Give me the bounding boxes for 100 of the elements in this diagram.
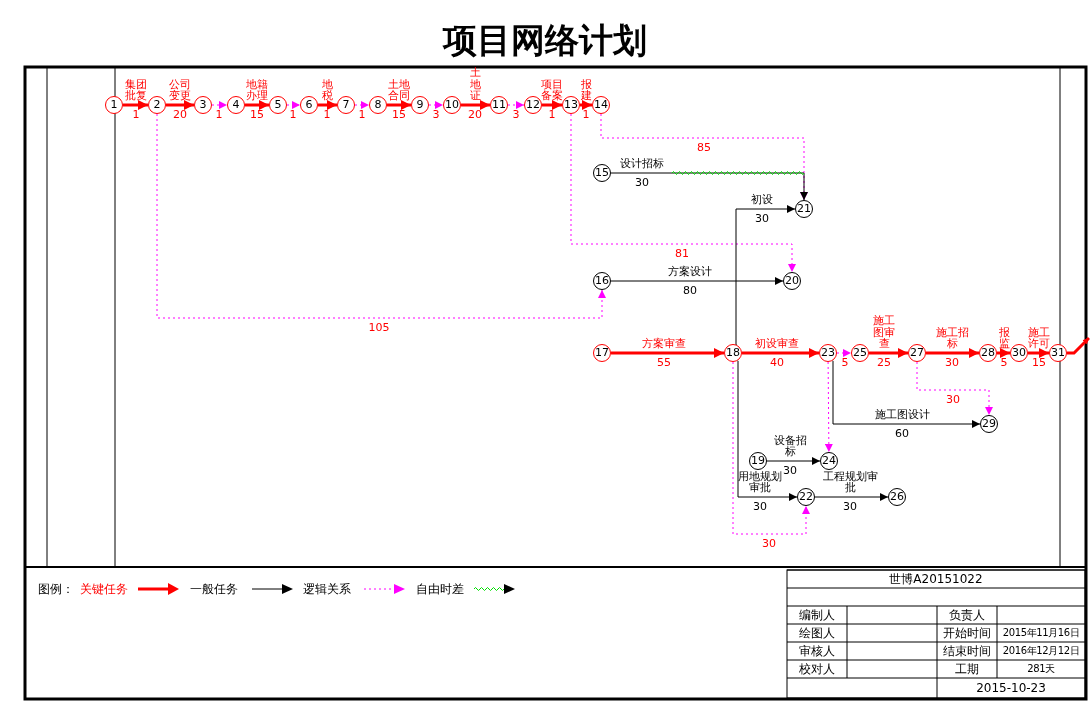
arrow — [997, 348, 1010, 358]
duration-label: 55 — [657, 357, 671, 368]
title-block-text: 工期 — [955, 660, 979, 678]
duration-label: 5 — [1000, 357, 1008, 368]
activity-label: 集团批复 — [124, 78, 148, 102]
title-block-text: 编制人 — [799, 606, 835, 624]
arrow — [926, 348, 979, 358]
activity-label: 地税 — [320, 78, 334, 102]
activity-label: 土地证 — [468, 67, 482, 102]
activity-label: 用地规划审批 — [737, 470, 783, 494]
event-circle: 28 — [979, 344, 997, 362]
event-circle: 29 — [980, 415, 998, 433]
dotted-arrow — [507, 101, 525, 109]
duration-label: 30 — [635, 177, 649, 188]
event-circle: 6 — [300, 96, 318, 114]
activity-label: 初设 — [750, 194, 774, 206]
event-circle: 22 — [797, 488, 815, 506]
activity-label: 报监 — [997, 326, 1011, 350]
event-circle: 26 — [888, 488, 906, 506]
dotted-arrow — [570, 113, 796, 273]
duration-label: 20 — [173, 109, 187, 120]
legend-text: 关键任务 — [80, 580, 128, 598]
activity-label: 项目备案 — [540, 78, 564, 102]
event-circle: 1 — [105, 96, 123, 114]
event-circle: 12 — [524, 96, 542, 114]
duration-label: 1 — [132, 109, 140, 120]
event-circle: 15 — [593, 164, 611, 182]
event-circle: 8 — [369, 96, 387, 114]
event-circle: 3 — [194, 96, 212, 114]
dotted-arrow — [824, 361, 833, 453]
activity-label: 初设审查 — [754, 338, 800, 350]
title-block-text: 校对人 — [799, 660, 835, 678]
arrow — [766, 457, 821, 465]
event-circle: 27 — [908, 344, 926, 362]
activity-label: 施工招标 — [934, 326, 970, 350]
event-circle: 30 — [1010, 344, 1028, 362]
duration-label: 80 — [683, 285, 697, 296]
event-circle: 16 — [593, 272, 611, 290]
title-block-text: 审核人 — [799, 642, 835, 660]
dotted-arrow — [286, 101, 301, 109]
arrow — [611, 348, 724, 358]
duration-label: 1 — [289, 109, 297, 120]
duration-label: 30 — [843, 501, 857, 512]
title-block-text: 开始时间 — [943, 624, 991, 642]
event-circle: 24 — [820, 452, 838, 470]
dotted-arrow — [916, 361, 993, 416]
legend-text: 逻辑关系 — [303, 580, 351, 598]
duration-label: 40 — [770, 357, 784, 368]
legend-heading: 图例： — [38, 580, 74, 598]
legend-text: 一般任务 — [190, 580, 238, 598]
title-block-text: 2015年11月16日 — [1002, 626, 1080, 640]
arrow — [461, 100, 490, 110]
activity-label: 工程规划审批 — [821, 470, 879, 494]
event-circle: 19 — [749, 452, 767, 470]
activity-label: 公司变更 — [168, 78, 192, 102]
activity-label: 方案审查 — [641, 338, 687, 350]
event-circle: 31 — [1049, 344, 1067, 362]
event-circle: 7 — [337, 96, 355, 114]
duration-label: 60 — [895, 428, 909, 439]
duration-label: 15 — [1032, 357, 1046, 368]
dotted-arrow — [732, 361, 810, 535]
duration-label: 30 — [783, 465, 797, 476]
arrow — [742, 348, 819, 358]
activity-label: 地籍办理 — [245, 78, 269, 102]
activity-label: 报建 — [579, 78, 593, 102]
duration-label: 20 — [468, 109, 482, 120]
duration-label: 1 — [323, 109, 331, 120]
duration-label: 5 — [841, 357, 849, 368]
activity-label: 设计招标 — [619, 158, 665, 170]
event-circle: 25 — [851, 344, 869, 362]
event-circle: 18 — [724, 344, 742, 362]
arrow — [387, 100, 411, 110]
duration-label: 15 — [392, 109, 406, 120]
arrow — [542, 100, 562, 110]
title-block-text: 负责人 — [949, 606, 985, 624]
legend-text: 自由时差 — [416, 580, 464, 598]
duration-label: 30 — [945, 357, 959, 368]
event-circle: 5 — [269, 96, 287, 114]
event-circle: 21 — [795, 200, 813, 218]
title-block-text: 2016年12月12日 — [1002, 644, 1080, 658]
dotted-arrow — [156, 113, 606, 319]
activity-label: 土地合同 — [387, 78, 411, 102]
event-circle: 11 — [490, 96, 508, 114]
duration-label: 15 — [250, 109, 264, 120]
title-block-text: 281天 — [1027, 662, 1055, 676]
duration-label: 30 — [753, 501, 767, 512]
duration-label: 30 — [946, 394, 960, 405]
event-circle: 17 — [593, 344, 611, 362]
duration-label: 1 — [215, 109, 223, 120]
duration-label: 30 — [762, 538, 776, 549]
duration-label: 1 — [548, 109, 556, 120]
arrow — [245, 100, 269, 110]
duration-label: 25 — [877, 357, 891, 368]
dotted-arrow — [354, 101, 370, 109]
arrow — [869, 348, 908, 358]
arrow — [610, 172, 808, 201]
duration-label: 81 — [675, 248, 689, 259]
activity-label: 施工图设计 — [873, 409, 931, 421]
duration-label: 85 — [697, 142, 711, 153]
duration-label: 3 — [512, 109, 520, 120]
